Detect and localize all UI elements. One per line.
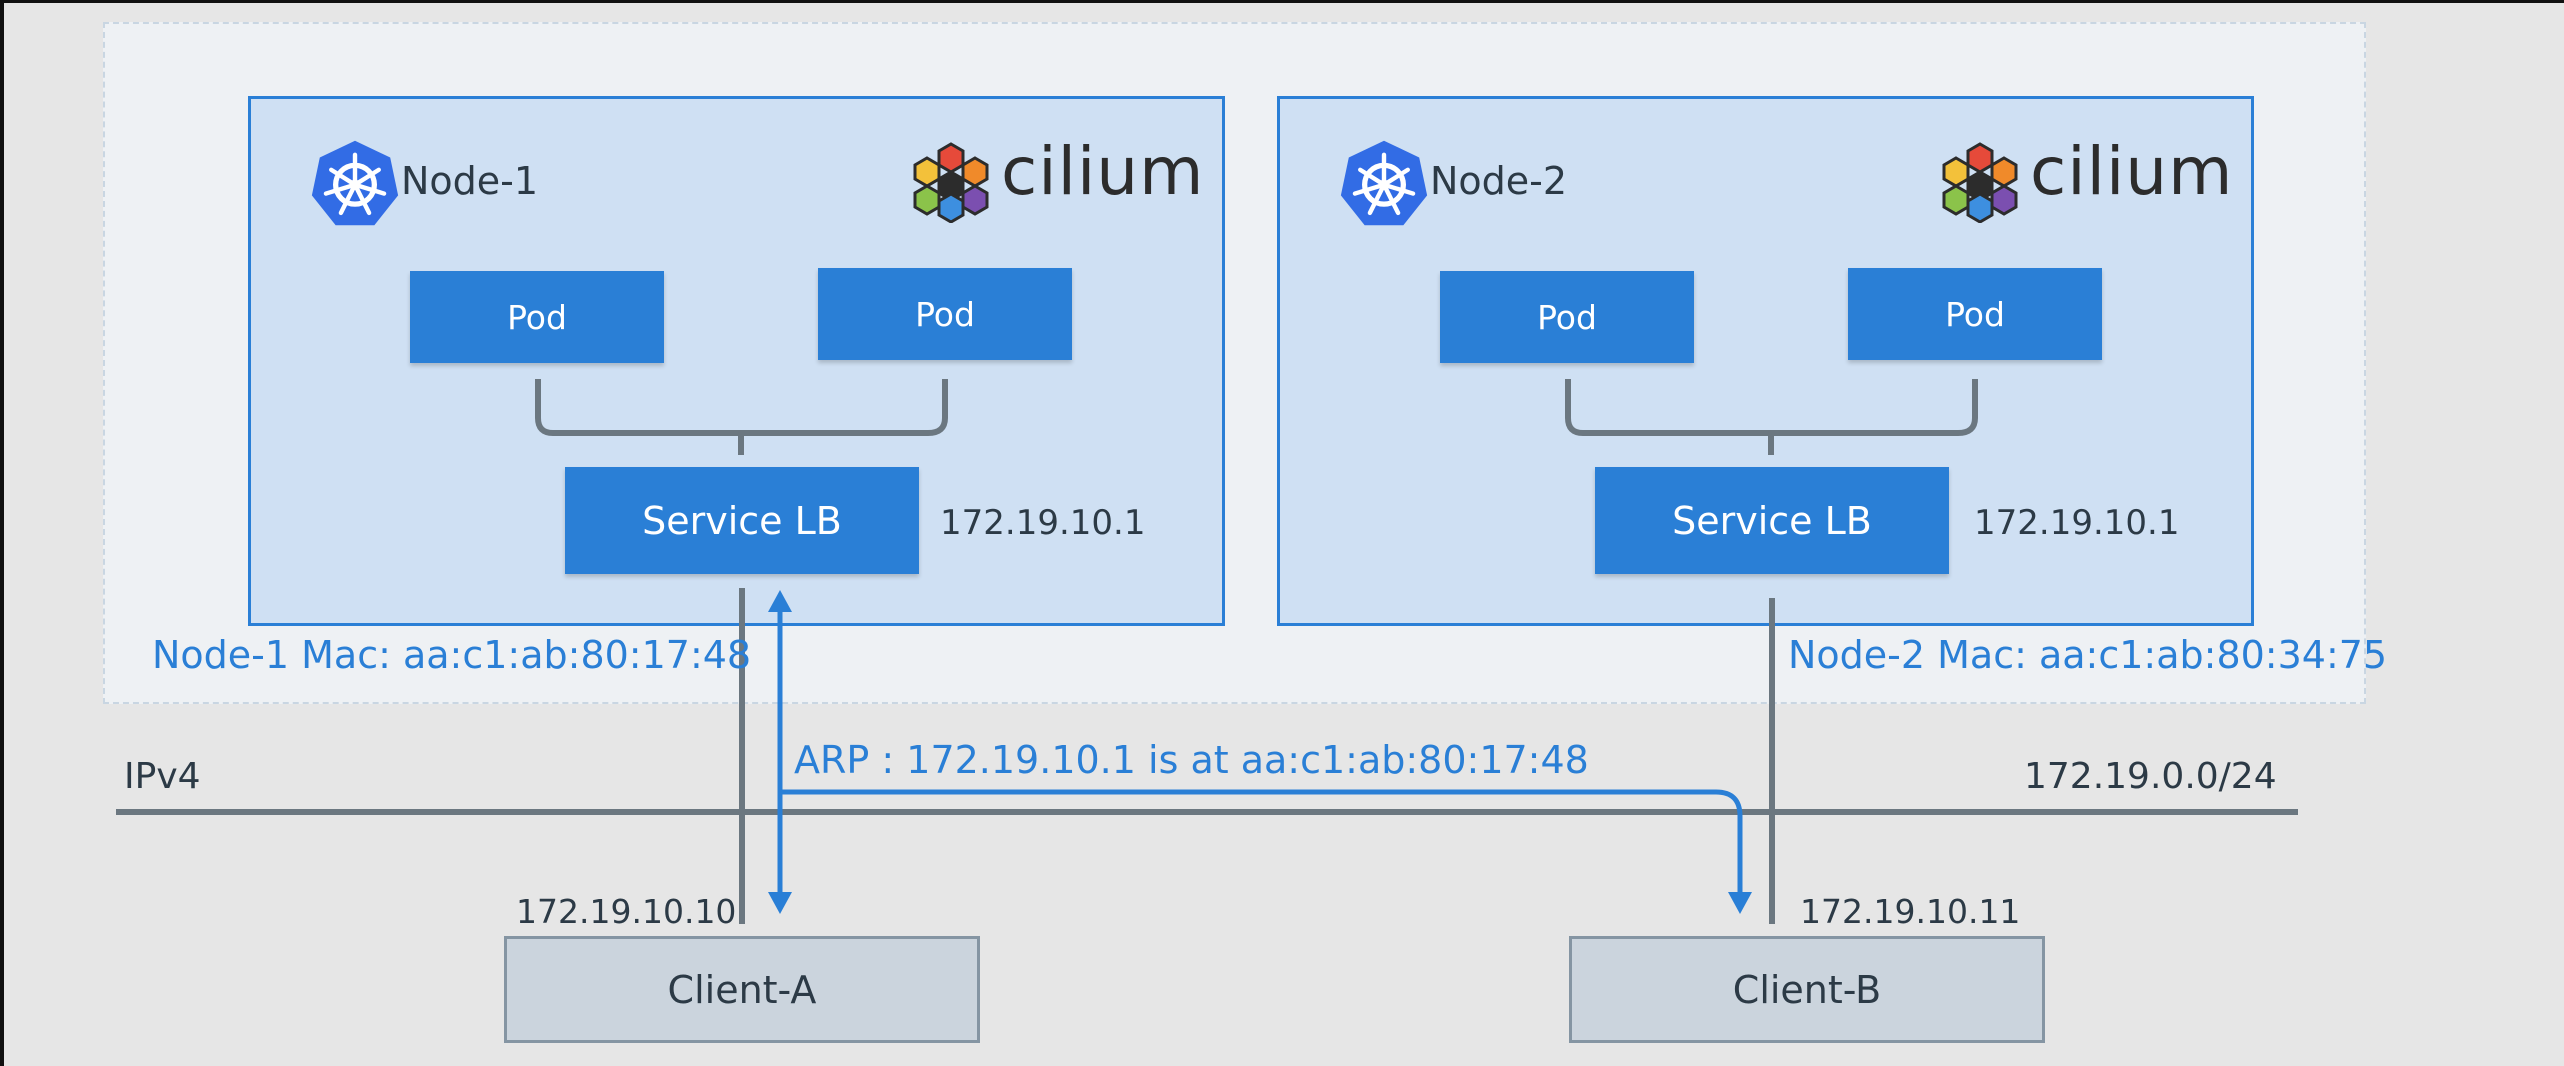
client-b-ip: 172.19.10.11 bbox=[1800, 892, 2021, 931]
node-2-pod-2: Pod bbox=[1848, 268, 2102, 360]
frame-border-left bbox=[0, 0, 4, 1066]
arrow-icon bbox=[768, 590, 792, 612]
cilium-hexagon-icon bbox=[1942, 142, 2018, 223]
node-2-service-lb: Service LB bbox=[1595, 467, 1949, 574]
node-1-pod-2: Pod bbox=[818, 268, 1072, 360]
arp-broadcast-arrow bbox=[780, 789, 1743, 898]
node-1-pod-1: Pod bbox=[410, 271, 664, 363]
arp-message: ARP : 172.19.10.1 is at aa:c1:ab:80:17:4… bbox=[794, 738, 1589, 782]
node-1-service-lb: Service LB bbox=[565, 467, 919, 574]
arrow-icon bbox=[1728, 892, 1752, 914]
subnet-label: 172.19.0.0/24 bbox=[2024, 756, 2277, 797]
kubernetes-helm-icon bbox=[1340, 140, 1428, 226]
cilium-brand-text: cilium bbox=[2030, 133, 2234, 210]
arp-flow bbox=[777, 608, 1743, 898]
node-2-pod-1: Pod bbox=[1440, 271, 1694, 363]
cilium-hexagon-icon bbox=[913, 142, 989, 223]
protocol-label: IPv4 bbox=[124, 756, 201, 797]
node-1-label: Node-1 bbox=[401, 159, 539, 203]
kubernetes-helm-icon bbox=[311, 140, 399, 226]
client-a-box: Client-A bbox=[504, 936, 980, 1043]
node-2-service-ip: 172.19.10.1 bbox=[1974, 503, 2180, 543]
node-1-mac-label: Node-1 Mac: aa:c1:ab:80:17:48 bbox=[152, 633, 752, 677]
frame-border-top bbox=[0, 0, 2564, 3]
node-1-pod-connector bbox=[535, 379, 948, 436]
client-b-box: Client-B bbox=[1569, 936, 2045, 1043]
cilium-brand-text: cilium bbox=[1001, 133, 1205, 210]
node-2-mac-label: Node-2 Mac: aa:c1:ab:80:34:75 bbox=[1788, 633, 2388, 677]
node-2-label: Node-2 bbox=[1430, 159, 1568, 203]
node-2-pod-connector bbox=[1565, 379, 1978, 436]
arrow-icon bbox=[768, 892, 792, 914]
client-a-ip: 172.19.10.10 bbox=[516, 892, 737, 931]
node-1-service-ip: 172.19.10.1 bbox=[940, 503, 1146, 543]
